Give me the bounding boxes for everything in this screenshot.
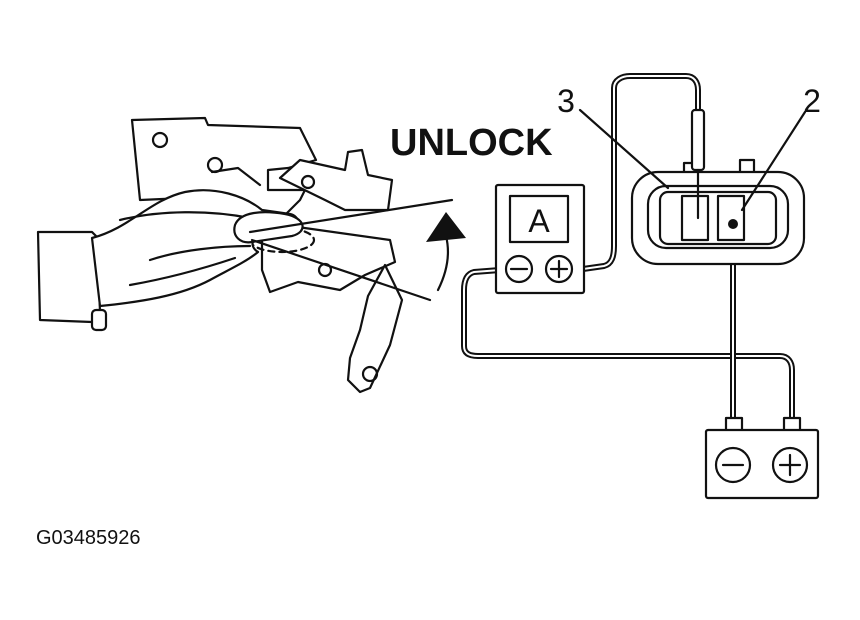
battery (704, 416, 820, 500)
figure-code: G03485926 (36, 527, 141, 549)
terminal-3-label: 3 (557, 83, 575, 119)
terminal-2-contact (728, 219, 738, 229)
rotation-indicator (248, 198, 466, 302)
connector (630, 108, 806, 266)
terminal-2-leader (740, 110, 807, 212)
door-lock-assembly (130, 116, 404, 394)
ammeter-positive-terminal-icon (544, 254, 574, 284)
test-probe-icon (690, 108, 706, 220)
ammeter: A (494, 183, 586, 295)
battery-negative-terminal-icon (714, 446, 752, 484)
battery-positive-terminal-icon (771, 446, 809, 484)
terminal-2-label: 2 (803, 83, 821, 119)
terminal-3-leader (578, 108, 670, 190)
unlock-label: UNLOCK (390, 122, 553, 164)
hand-illustration (36, 166, 304, 332)
ammeter-label: A (528, 203, 550, 239)
ammeter-negative-terminal-icon (504, 254, 534, 284)
wiring (461, 73, 795, 423)
